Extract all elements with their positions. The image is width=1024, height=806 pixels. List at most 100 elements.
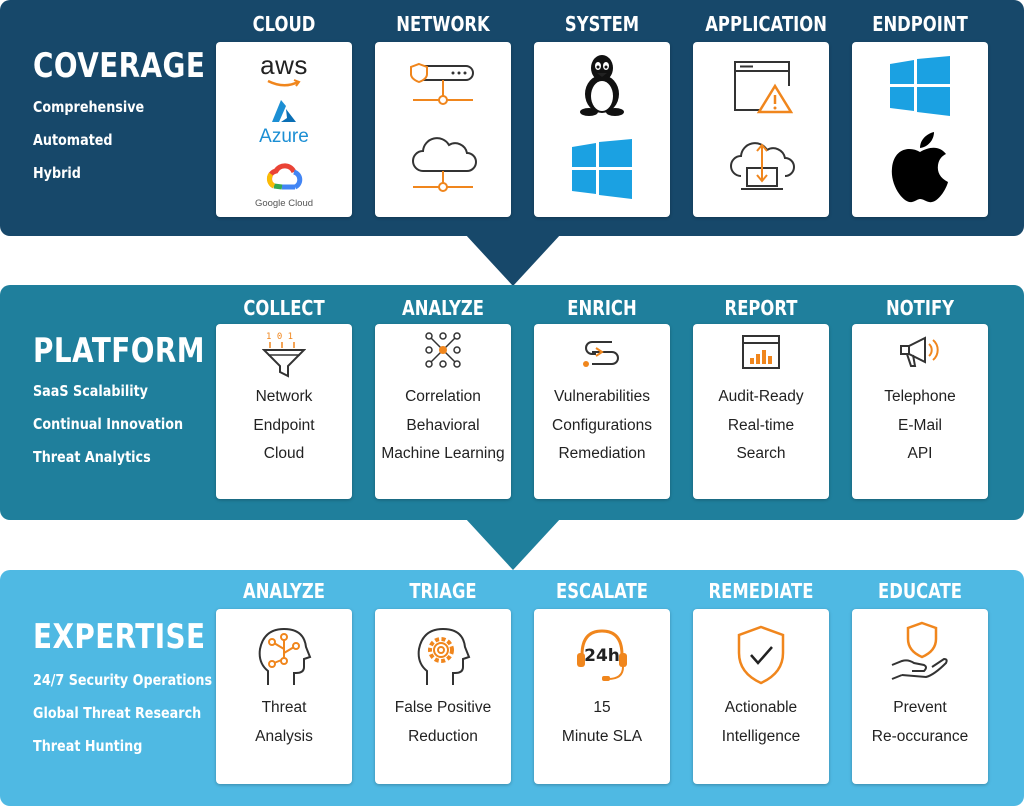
megaphone-icon [900, 336, 939, 367]
google-cloud-logo-icon [266, 163, 303, 190]
collect-line: Endpoint [253, 416, 315, 434]
arrows-loop-icon [583, 341, 619, 367]
educate-line: Prevent [893, 699, 947, 716]
system-card [534, 42, 670, 217]
aws-logo: aws [260, 50, 308, 80]
analyze-line: Correlation [405, 388, 481, 405]
column-title-network: NETWORK [396, 12, 490, 36]
coverage-title: COVERAGE [33, 46, 206, 86]
windows-logo-icon [572, 139, 632, 199]
column-title-enrich: ENRICH [567, 296, 637, 320]
google-cloud-label: Google Cloud [254, 198, 314, 209]
expertise-item: Global Threat Research [33, 704, 202, 722]
remediate-line: Actionable [724, 699, 798, 716]
enrich-line: Vulnerabilities [554, 388, 650, 405]
browser-warning-icon [734, 61, 793, 114]
educate-lines: Prevent Re-occurance [852, 694, 988, 751]
escalate-line: Minute SLA [561, 727, 643, 745]
triage-card: False Positive Reduction [375, 609, 511, 784]
report-lines: Audit-Ready Real-time Search [693, 383, 829, 469]
notify-card: Telephone E-Mail API [852, 324, 988, 499]
column-title-collect: COLLECT [243, 296, 325, 320]
notify-line: API [907, 445, 933, 462]
enrich-card: Vulnerabilities Configurations Remediati… [534, 324, 670, 499]
head-gear-icon [417, 627, 471, 685]
triage-line: False Positive [394, 699, 492, 716]
headset-24h-icon [577, 629, 627, 681]
notify-lines: Telephone E-Mail API [852, 383, 988, 469]
column-title-remediate: REMEDIATE [708, 579, 814, 603]
cloud-laptop-icon [730, 142, 795, 190]
aws-smile-icon [267, 79, 301, 87]
threat-analysis-lines: Threat Analysis [216, 694, 352, 751]
threat-analysis-card: Threat Analysis [216, 609, 352, 784]
svg-text:1 0 1: 1 0 1 [266, 332, 293, 342]
column-title-application: APPLICATION [705, 12, 827, 36]
triage-line: Reduction [408, 727, 478, 745]
column-title-analyze: ANALYZE [243, 579, 325, 603]
expertise-item: Threat Hunting [33, 737, 143, 755]
column-title-analyze: ANALYZE [402, 296, 484, 320]
remediate-lines: Actionable Intelligence [693, 694, 829, 751]
platform-title: PLATFORM [33, 331, 205, 371]
threat-analysis-line: Threat [261, 699, 307, 716]
remediate-card: Actionable Intelligence [693, 609, 829, 784]
windows-logo-icon [890, 56, 950, 116]
head-circuit-icon [258, 627, 312, 685]
column-title-system: SYSTEM [564, 12, 640, 36]
platform-item: Continual Innovation [33, 415, 184, 433]
shield-check-icon [737, 625, 785, 685]
analyze-card: Correlation Behavioral Machine Learning [375, 324, 511, 499]
linux-tux-icon [580, 55, 624, 116]
collect-card: 1 0 1 Network Endpoint Cloud [216, 324, 352, 499]
collect-line: Network [255, 388, 313, 405]
column-title-educate: EDUCATE [878, 579, 962, 603]
hand-shield-icon [891, 621, 948, 680]
cloud-network-icon [412, 137, 477, 192]
expertise-item: 24/7 Security Operations [33, 671, 213, 689]
remediate-line: Intelligence [721, 727, 801, 745]
platform-item: Threat Analytics [33, 448, 151, 466]
cloud-card: aws Azure Google Cloud [216, 42, 352, 217]
educate-line: Re-occurance [871, 727, 969, 745]
enrich-lines: Vulnerabilities Configurations Remediati… [534, 383, 670, 469]
endpoint-card [852, 42, 988, 217]
report-chart-icon [742, 335, 780, 369]
notify-line: E-Mail [898, 416, 942, 434]
report-line: Search [736, 445, 786, 462]
coverage-item: Automated [33, 131, 113, 149]
analyze-line: Machine Learning [381, 445, 505, 462]
expertise-title: EXPERTISE [33, 617, 206, 657]
collect-line: Cloud [263, 445, 305, 462]
report-card: Audit-Ready Real-time Search [693, 324, 829, 499]
coverage-to-platform-arrow [465, 234, 561, 286]
neural-nodes-icon [425, 332, 461, 368]
application-card [693, 42, 829, 217]
azure-logo-icon [272, 100, 296, 122]
column-title-report: REPORT [724, 296, 798, 320]
threat-analysis-line: Analysis [255, 727, 313, 745]
column-title-notify: NOTIFY [885, 296, 955, 320]
coverage-item: Hybrid [33, 164, 81, 182]
notify-line: Telephone [884, 388, 956, 405]
escalate-line: 15 [593, 699, 611, 716]
platform-to-expertise-arrow [465, 518, 561, 570]
platform-item: SaaS Scalability [33, 382, 148, 400]
network-card [375, 42, 511, 217]
escalate-lines: 15 Minute SLA [534, 694, 670, 751]
report-line: Real-time [727, 416, 795, 434]
analyze-lines: Correlation Behavioral Machine Learning [375, 383, 511, 469]
column-title-triage: TRIAGE [409, 579, 477, 603]
azure-label: Azure [259, 126, 309, 147]
apple-logo-icon [891, 132, 948, 203]
collect-lines: Network Endpoint Cloud [216, 383, 352, 469]
column-title-escalate: ESCALATE [555, 579, 648, 603]
triage-lines: False Positive Reduction [375, 694, 511, 751]
enrich-line: Configurations [552, 416, 652, 434]
report-line: Audit-Ready [718, 388, 804, 405]
educate-card: Prevent Re-occurance [852, 609, 988, 784]
funnel-icon: 1 0 1 [262, 332, 306, 378]
firewall-server-icon [410, 62, 474, 105]
coverage-item: Comprehensive [33, 98, 145, 116]
column-title-endpoint: ENDPOINT [872, 12, 968, 36]
